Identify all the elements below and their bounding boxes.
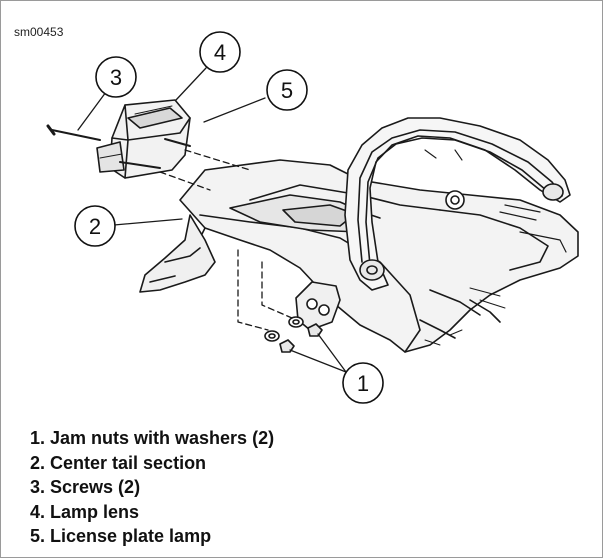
callout-4: 4 bbox=[199, 31, 241, 73]
callout-3-label: 3 bbox=[110, 65, 122, 90]
rear-tab-drawing bbox=[295, 281, 341, 331]
legend-item-1: 1. Jam nuts with washers (2) bbox=[30, 428, 275, 448]
legend-item-2: 2. Center tail section bbox=[30, 452, 207, 473]
center-tail-section-drawing bbox=[179, 159, 579, 353]
screws-drawing bbox=[46, 124, 191, 169]
left-bracket-drawing bbox=[139, 214, 216, 293]
legend-item-3: 3. Screws (2) bbox=[30, 477, 141, 497]
figure-id: sm00453 bbox=[14, 25, 64, 39]
jam-nuts-drawing bbox=[264, 316, 323, 353]
callout-5-label: 5 bbox=[281, 78, 293, 103]
callout-5: 5 bbox=[266, 69, 308, 111]
callout-1-label: 1 bbox=[357, 371, 369, 396]
parts-legend: 1. Jam nuts with washers (2) 2. Center t… bbox=[30, 426, 274, 549]
callout-4-label: 4 bbox=[214, 40, 226, 65]
exploded-view-diagram: 1 2 3 4 5 bbox=[46, 31, 579, 404]
callout-2-label: 2 bbox=[89, 214, 101, 239]
callout-1: 1 bbox=[342, 362, 384, 404]
callout-3: 3 bbox=[95, 56, 137, 98]
callout-2: 2 bbox=[74, 205, 116, 247]
leader-lines bbox=[77, 67, 347, 373]
legend-item-5: 5. License plate lamp bbox=[30, 526, 212, 546]
grab-rail-drawing bbox=[344, 117, 571, 291]
alignment-lines bbox=[159, 149, 293, 331]
legend-item-4: 4. Lamp lens bbox=[30, 501, 140, 522]
lamp-lens-drawing bbox=[127, 105, 183, 129]
